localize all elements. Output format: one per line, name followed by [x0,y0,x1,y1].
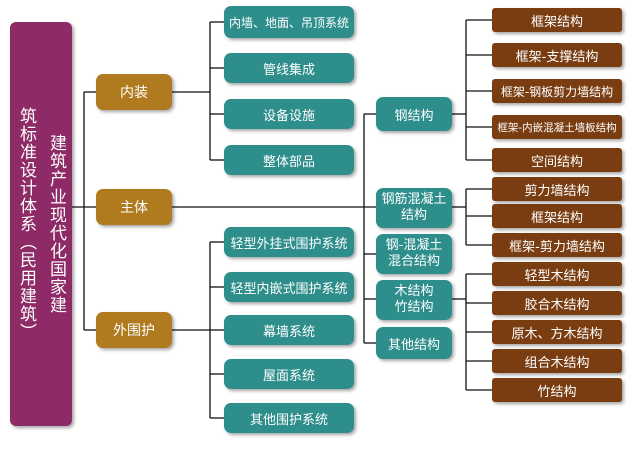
steel-subtype-frame-steel-plate-wall: 框架-钢板剪力墙结构 [492,79,622,103]
steel-subtype-frame-brace: 框架-支撑结构 [492,43,622,67]
wood-subtype-glulam: 胶合木结构 [492,291,622,315]
steel-subtype-space: 空间结构 [492,148,622,172]
root-title-line2: 筑标准设计体系（民用建筑） [16,107,36,341]
envelope-item-external-hanging: 轻型外挂式围护系统 [224,227,354,257]
wood-subtype-light: 轻型木结构 [492,262,622,286]
structure-sc-line2: 混合结构 [387,254,440,269]
structure-rc-line2: 结构 [400,208,427,223]
structure-wood-bamboo: 木结构 竹结构 [376,280,452,320]
structure-sc-line1: 钢-混凝土 [385,238,443,253]
wood-subtype-bamboo: 竹结构 [492,378,622,402]
category-main: 主体 [96,189,172,225]
wood-subtype-composite: 组合木结构 [492,349,622,373]
structure-wood-line1: 木结构 [394,284,434,299]
structure-rc-line1: 钢筋混凝土 [381,192,447,207]
steel-subtype-frame-embedded-concrete: 框架-内嵌混凝土墙板结构 [492,115,622,139]
rc-subtype-shear-wall: 剪力墙结构 [492,177,622,201]
category-envelope: 外围护 [96,312,172,348]
rc-subtype-frame-shear-wall: 框架-剪力墙结构 [492,233,622,257]
structure-steel: 钢结构 [376,97,452,131]
envelope-item-other: 其他围护系统 [224,403,354,433]
structure-wood-line2: 竹结构 [394,300,434,315]
envelope-item-embedded: 轻型内嵌式围护系统 [224,272,354,302]
rc-subtype-frame: 框架结构 [492,204,622,228]
root-node: 建筑产业现代化国家建 筑标准设计体系（民用建筑） [10,22,72,426]
category-interior: 内装 [96,74,172,110]
interior-item-wall-floor-ceiling: 内墙、地面、吊顶系统 [224,6,354,38]
interior-item-pipeline: 管线集成 [224,53,354,83]
envelope-item-curtain-wall: 幕墙系统 [224,315,354,345]
structure-steel-concrete: 钢-混凝土 混合结构 [376,234,452,274]
root-title-line1: 建筑产业现代化国家建 [46,134,66,314]
envelope-item-roof: 屋面系统 [224,359,354,389]
wood-subtype-log-timber: 原木、方木结构 [492,320,622,344]
structure-other: 其他结构 [376,327,452,359]
interior-item-equipment: 设备设施 [224,99,354,129]
interior-item-components: 整体部品 [224,145,354,175]
steel-subtype-frame: 框架结构 [492,8,622,32]
structure-reinforced-concrete: 钢筋混凝土 结构 [376,188,452,228]
